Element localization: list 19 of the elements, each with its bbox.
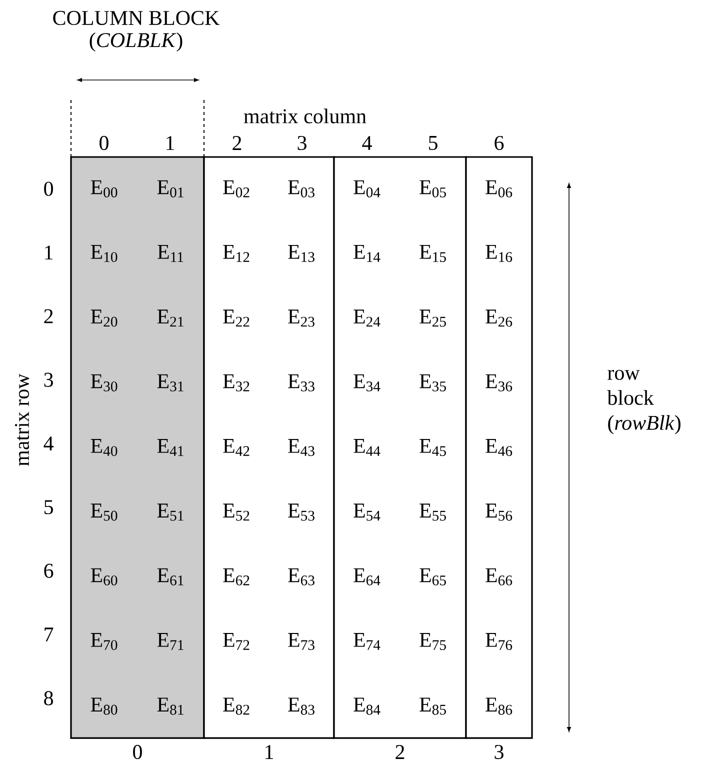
column-number: 4	[362, 136, 372, 150]
column-number: 1	[166, 136, 174, 150]
axis-title: matrix column	[244, 108, 366, 124]
column-block: E$_{02}$ E$_{03}$ E$_{12}$ E$_{13}$ E$_{22}$ E$_{23}$ E$_{32}$ E$_{33}$ E$_{42}$ E$_{43}$ E$_{52}$ E$_{53}$ E$_{62}$ E$_{63}$ E$_{72}$ E$_{73}$ E$_{82}$ E$_{83}$	[203, 156, 335, 739]
heading: (COLBLK)	[90, 32, 182, 52]
block-number: 2	[396, 745, 404, 759]
heading: COLUMN BLOCK	[53, 10, 220, 26]
block-number: 1	[266, 745, 273, 759]
column-block: E$_{06}$ E$_{16}$ E$_{26}$ E$_{36}$ E$_{46}$ E$_{56}$ E$_{66}$ E$_{76}$ E$_{86}$	[465, 156, 533, 739]
column-number: 3	[298, 136, 306, 150]
block-number: 3	[494, 744, 504, 760]
column-block: E$_{04}$ E$_{05}$ E$_{14}$ E$_{15}$ E$_{24}$ E$_{25}$ E$_{34}$ E$_{35}$ E$_{44}$ E$_{45}$ E$_{54}$ E$_{55}$ E$_{64}$ E$_{65}$ E$_{74}$ E$_{75}$ E$_{84}$ E$_{85}$	[333, 156, 467, 739]
column-number: 2	[232, 136, 242, 150]
column-number: 5	[428, 136, 438, 150]
axis-title: matrix row	[14, 374, 30, 466]
block-number: 0	[133, 744, 142, 760]
axis-title: row block (rowBlk)	[607, 370, 680, 434]
column-number: 6	[494, 136, 504, 150]
column-block: E$_{00}$ E$_{01}$ E$_{10}$ E$_{11}$ E$_{20}$ E$_{21}$ E$_{30}$ E$_{31}$ E$_{40}$ E$_{41}$ E$_{50}$ E$_{51}$ E$_{60}$ E$_{61}$ E$_{70}$ E$_{71}$ E$_{80}$ E$_{81}$	[70, 156, 205, 739]
